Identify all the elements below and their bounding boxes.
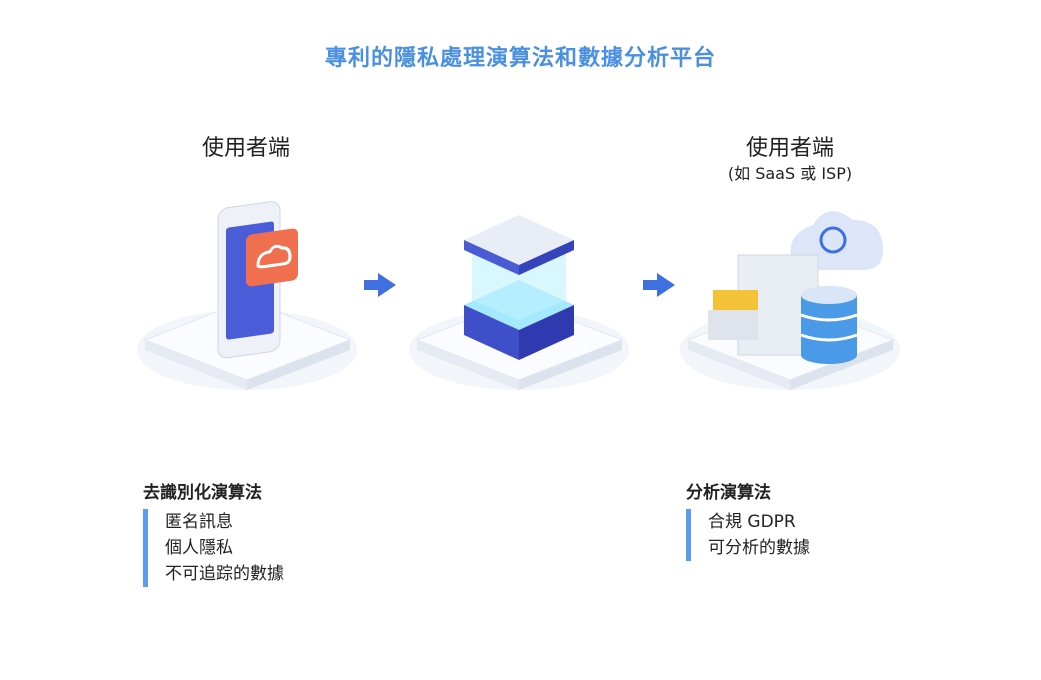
right-platform-illustration [680, 211, 900, 390]
right-client-sublabel: (如 SaaS 或 ISP) [727, 164, 853, 183]
left-client-label: 使用者端 [201, 136, 290, 161]
list-item: 可分析的數據 [708, 538, 810, 558]
server-platform-illustration [409, 215, 629, 390]
page-title: 專利的隱私處理演算法和數據分析平台 [324, 46, 716, 71]
right-client-label: 使用者端 [745, 136, 834, 161]
arrow-icon [643, 273, 675, 297]
phone-icon [217, 201, 298, 359]
right-section-list: 合規 GDPR 可分析的數據 [686, 509, 810, 561]
list-item: 匿名訊息 [165, 512, 233, 532]
left-platform-illustration [137, 201, 357, 390]
right-section-heading: 分析演算法 [686, 483, 771, 503]
list-item: 不可追踪的數據 [165, 564, 284, 584]
arrow-icon [364, 273, 396, 297]
list-item: 個人隱私 [165, 538, 233, 558]
list-item: 合規 GDPR [708, 512, 796, 532]
left-section-heading: 去識別化演算法 [143, 483, 262, 503]
database-icon [800, 286, 858, 364]
left-section-list: 匿名訊息 個人隱私 不可追踪的數據 [143, 509, 284, 587]
